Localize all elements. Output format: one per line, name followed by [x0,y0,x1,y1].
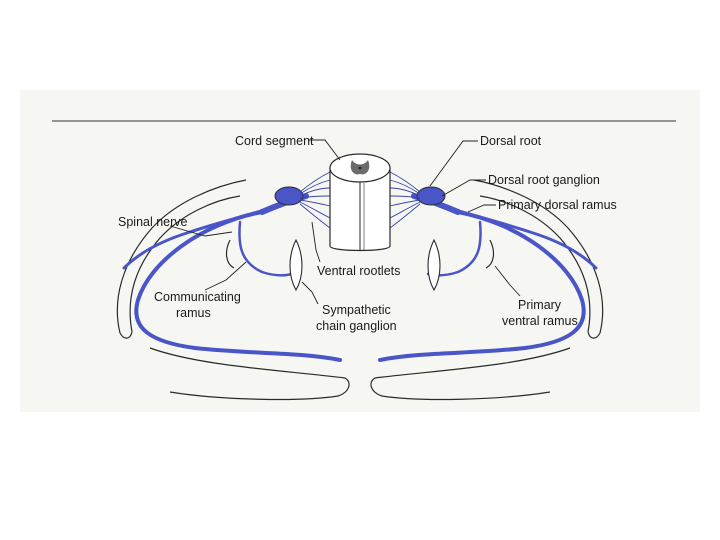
label-communicating-ramus-line2: ramus [176,306,211,320]
leader-lines [169,139,521,305]
label-ventral-rootlets: Ventral rootlets [317,264,400,278]
label-dorsal-root: Dorsal root [480,134,542,148]
rootlets [299,171,421,229]
label-sympathetic-chain-line2: chain ganglion [316,319,397,333]
label-primary-ventral-line1: Primary [518,298,562,312]
dorsal-root-ganglia [274,186,446,206]
label-primary-ventral-line2: ventral ramus [502,314,578,328]
diagram-labels: Cord segment Dorsal root Dorsal root gan… [118,134,617,333]
label-primary-dorsal-ramus: Primary dorsal ramus [498,198,617,212]
cord-segment [329,153,391,252]
body-wall-outline [116,179,604,401]
label-cord-segment: Cord segment [235,134,314,148]
sympathetic-chain-ganglia [289,238,441,292]
label-spinal-nerve: Spinal nerve [118,215,188,229]
label-communicating-ramus-line1: Communicating [154,290,241,304]
label-sympathetic-chain-line1: Sympathetic [322,303,391,317]
label-dorsal-root-ganglion: Dorsal root ganglion [488,173,600,187]
